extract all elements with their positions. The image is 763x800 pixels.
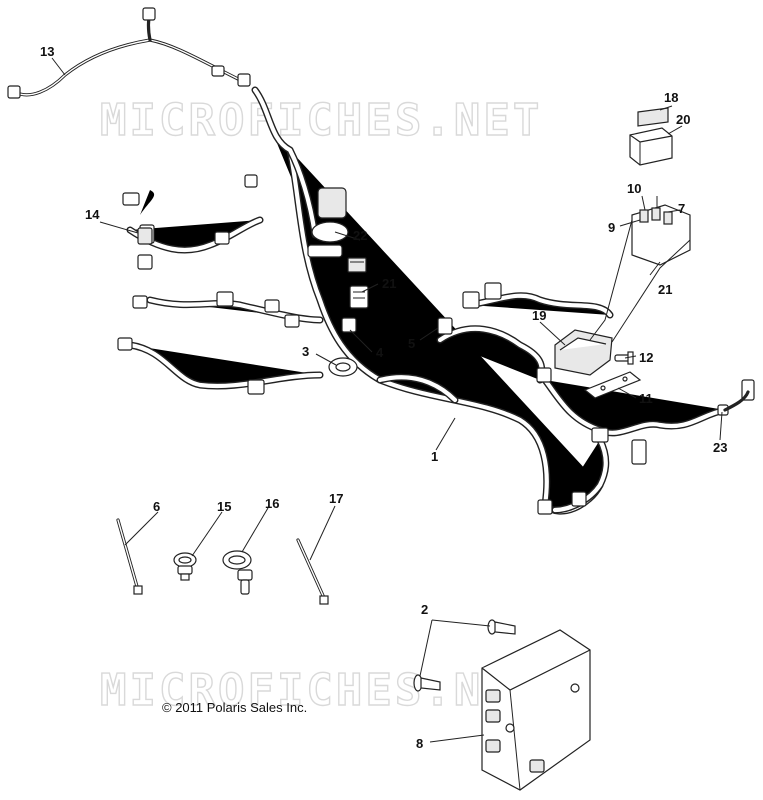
callout-14: 14 xyxy=(85,207,100,222)
callout-4: 4 xyxy=(376,345,384,360)
clip-16 xyxy=(222,550,253,595)
connector-14 xyxy=(137,227,153,245)
cable-tie-6 xyxy=(116,518,143,595)
grommet xyxy=(307,187,349,258)
grommet-3 xyxy=(328,357,358,377)
fuse-18 xyxy=(637,107,669,127)
callout-13: 13 xyxy=(40,44,54,59)
ecu-module-8 xyxy=(481,629,591,791)
callout-17: 17 xyxy=(329,491,343,506)
screw-2-bottom xyxy=(413,674,441,692)
callout-15: 15 xyxy=(217,499,231,514)
harness-13 xyxy=(7,7,251,99)
leader-lines xyxy=(51,57,723,743)
callout-23: 23 xyxy=(713,440,727,455)
callout-7: 7 xyxy=(678,201,685,216)
callout-11: 11 xyxy=(639,391,653,406)
callout-9: 9 xyxy=(608,220,615,235)
callout-19: 19 xyxy=(532,308,546,323)
bracket-11 xyxy=(583,371,642,399)
callout-1: 1 xyxy=(431,449,438,464)
screw-2-top xyxy=(487,619,516,635)
callout-10: 10 xyxy=(627,181,641,196)
callout-3: 3 xyxy=(302,344,309,359)
harness-connectors xyxy=(117,174,755,515)
relay-22 xyxy=(347,257,367,273)
callout-6: 6 xyxy=(153,499,160,514)
callout-21-right: 21 xyxy=(658,282,672,297)
bolt-12 xyxy=(614,351,634,365)
callout-2: 2 xyxy=(421,602,428,617)
callout-5: 5 xyxy=(408,336,415,351)
callout-8: 8 xyxy=(416,736,423,751)
callout-12: 12 xyxy=(639,350,653,365)
ecu-19 xyxy=(554,329,613,376)
callout-20: 20 xyxy=(676,112,690,127)
callout-21-left: 21 xyxy=(382,276,396,291)
copyright-text: © 2011 Polaris Sales Inc. xyxy=(162,700,307,715)
watermark-bottom: MICROFICHES.NET xyxy=(100,665,542,716)
callouts: 1 2 3 4 5 6 7 8 9 10 11 12 13 14 15 16 1… xyxy=(40,44,727,751)
callout-22: 22 xyxy=(353,228,367,243)
relay-box xyxy=(589,204,691,343)
callout-16: 16 xyxy=(265,496,279,511)
cover-20 xyxy=(629,127,673,166)
clip-15 xyxy=(173,552,197,581)
callout-18: 18 xyxy=(664,90,678,105)
connector-21-left xyxy=(349,285,369,309)
cable-tie-17 xyxy=(296,538,329,605)
watermark-top: MICROFICHES.NET xyxy=(100,95,542,146)
